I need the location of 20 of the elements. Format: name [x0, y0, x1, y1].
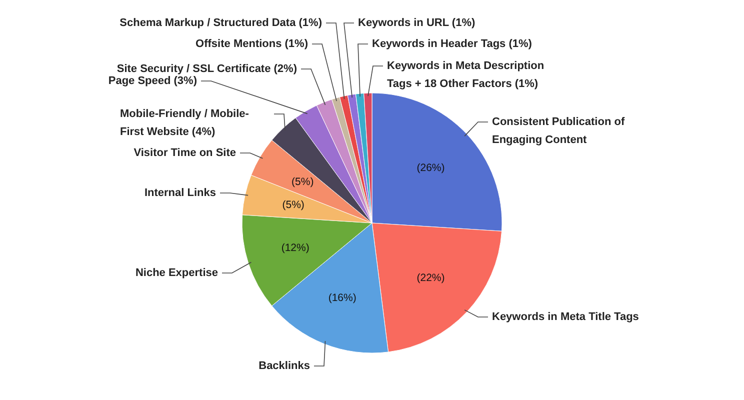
value-label: (16%): [328, 292, 356, 304]
category-label: Backlinks: [258, 359, 310, 374]
category-label: Visitor Time on Site: [134, 146, 236, 161]
category-label: Keywords in Header Tags (1%): [372, 37, 532, 52]
category-label: Schema Markup / Structured Data (1%): [120, 16, 322, 31]
category-label: Internal Links: [144, 186, 216, 201]
category-label: Niche Expertise: [135, 266, 218, 281]
category-label: Keywords in URL (1%): [358, 16, 476, 31]
value-label: (26%): [416, 162, 445, 174]
category-label: Mobile-Friendly / Mobile-First Website (4%): [120, 107, 250, 140]
value-label: (5%): [282, 199, 304, 212]
category-label: Keywords in Meta Title Tags: [492, 310, 639, 325]
value-label: (5%): [292, 176, 314, 188]
category-label: Consistent Publication of Engaging Content: [492, 115, 626, 148]
value-label: (22%): [416, 272, 445, 284]
category-label: Keywords in Meta Description Tags + 18 Other Factors (1%): [387, 59, 546, 92]
category-label: Site Security / SSL Certificate (2%): [116, 62, 297, 76]
value-label: (12%): [281, 242, 310, 254]
category-label: Offsite Mentions (1%): [196, 37, 308, 52]
category-label: Page Speed (3%): [108, 74, 197, 89]
